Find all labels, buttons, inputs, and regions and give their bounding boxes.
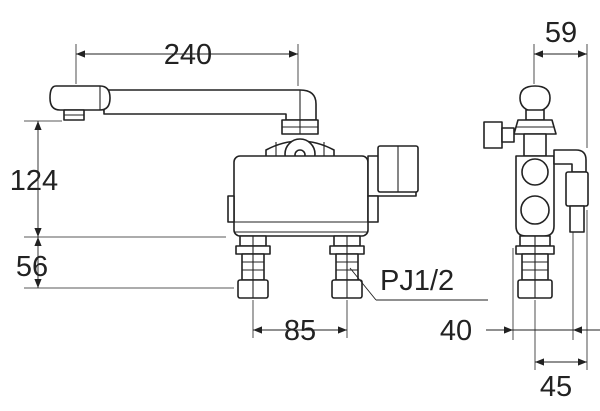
body-block bbox=[233, 155, 369, 237]
side-outlet bbox=[565, 171, 589, 207]
valve-body bbox=[227, 138, 419, 237]
side-view bbox=[483, 85, 589, 299]
spout-arm bbox=[103, 89, 317, 121]
side-top-knob bbox=[519, 85, 551, 113]
dimension-56: 56 bbox=[16, 251, 48, 283]
body-left-cap bbox=[227, 195, 235, 223]
dimension-85: 85 bbox=[284, 315, 316, 347]
handle-lower bbox=[367, 195, 379, 223]
side-outlet-elbow bbox=[553, 149, 587, 173]
dimension-45: 45 bbox=[540, 371, 572, 403]
dimension-lines bbox=[24, 44, 600, 370]
thread-leader bbox=[349, 267, 377, 301]
front-view bbox=[49, 85, 419, 299]
spout-head bbox=[49, 85, 111, 111]
dimension-labels: 240 59 124 56 85 PJ1/2 40 45 bbox=[10, 17, 577, 403]
dimension-59: 59 bbox=[545, 17, 577, 49]
dimension-240: 240 bbox=[164, 39, 212, 71]
thread-spec-label: PJ1/2 bbox=[380, 265, 454, 297]
side-upper-port bbox=[521, 158, 549, 186]
right-pipe bbox=[329, 235, 365, 299]
left-pipe bbox=[235, 235, 271, 299]
spout bbox=[49, 85, 319, 135]
dimension-124: 124 bbox=[10, 165, 58, 197]
side-left-handle bbox=[483, 121, 503, 149]
dimension-40: 40 bbox=[440, 315, 472, 347]
side-lower-port bbox=[520, 195, 550, 225]
side-stem bbox=[523, 133, 547, 157]
